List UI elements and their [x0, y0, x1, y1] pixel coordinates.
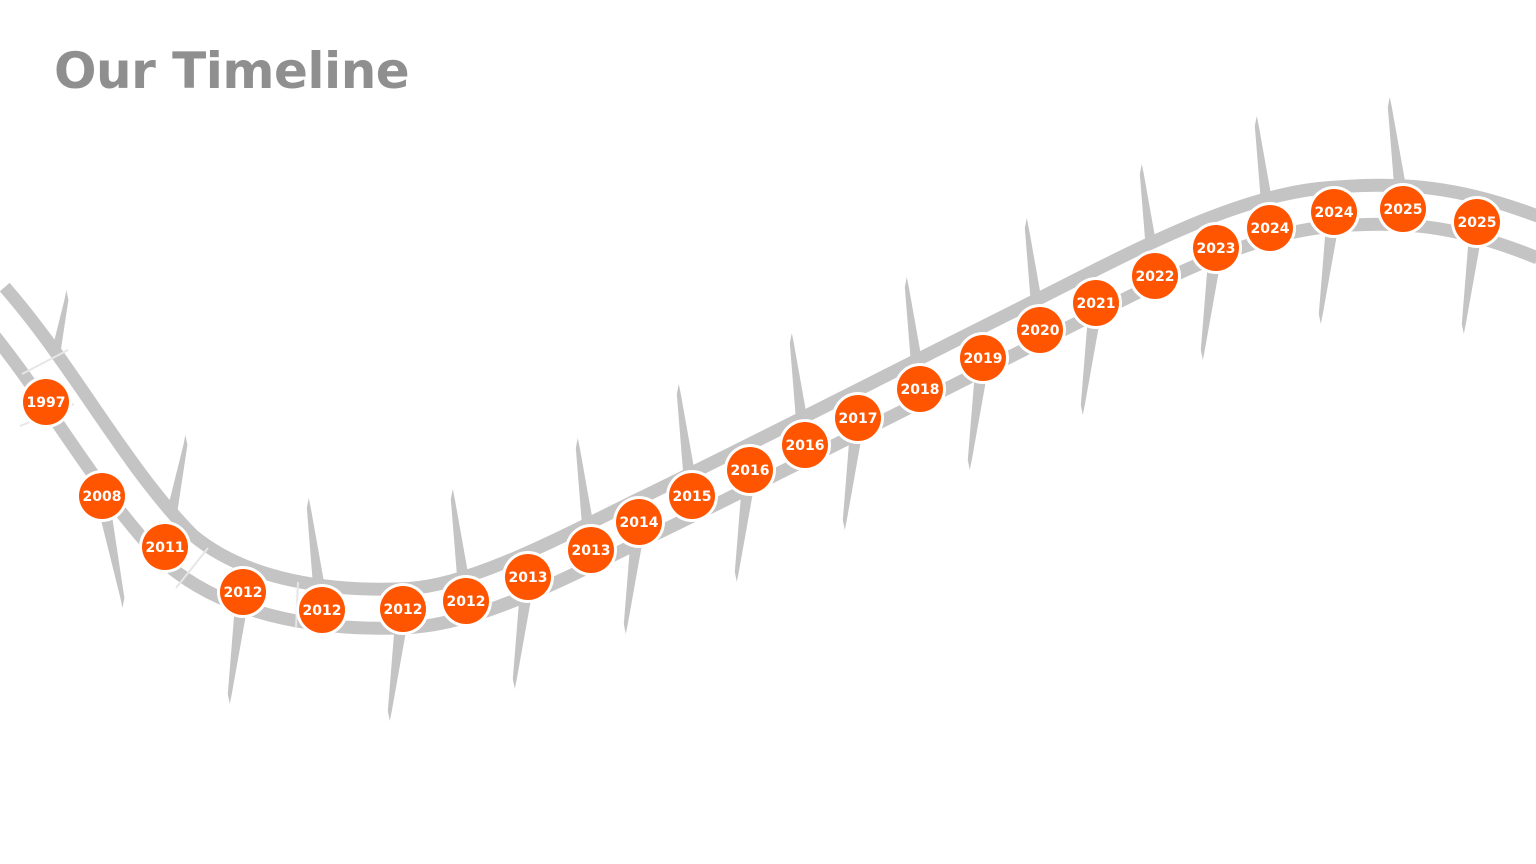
- milestone-marker-dot: [835, 395, 881, 441]
- milestone-spokes: [39, 97, 1484, 721]
- milestone-marker: 2018: [894, 363, 946, 415]
- milestone-year-label: 2018: [901, 382, 940, 398]
- milestone-year-label: 2025: [1384, 202, 1423, 218]
- milestone-year-label: 2016: [731, 463, 770, 479]
- milestone-year-label: 2024: [1315, 205, 1354, 221]
- milestone-marker-dot: [960, 335, 1006, 381]
- track-tie: [175, 547, 209, 589]
- milestone-year-label: 2020: [1021, 323, 1060, 339]
- milestone-marker: 2020: [1014, 304, 1066, 356]
- milestone-marker: 2012: [377, 583, 429, 635]
- milestone-marker: 2024: [1308, 186, 1360, 238]
- page-title: Our Timeline: [54, 42, 410, 100]
- milestone-marker-dot: [142, 524, 188, 570]
- milestone-spoke: [95, 496, 125, 608]
- milestone-year-label: 2012: [224, 585, 263, 601]
- milestone-marker-dot: [1380, 186, 1426, 232]
- milestone-marker: 2019: [957, 332, 1009, 384]
- milestone-spoke: [1200, 248, 1223, 360]
- milestone-marker-dot: [1073, 280, 1119, 326]
- milestone-marker: 2016: [724, 444, 776, 496]
- milestone-spoke: [967, 358, 990, 470]
- milestone-year-label: 2012: [384, 602, 423, 618]
- milestone-marker-dot: [1193, 225, 1239, 271]
- milestone-year-label: 2008: [83, 489, 122, 505]
- milestone-marker: 2025: [1451, 196, 1503, 248]
- milestone-marker-dot: [669, 473, 715, 519]
- milestone-marker-dot: [1311, 189, 1357, 235]
- milestone-marker-dot: [1132, 253, 1178, 299]
- milestone-marker: 2025: [1377, 183, 1429, 235]
- milestone-spoke: [387, 609, 410, 721]
- milestone-spoke: [623, 522, 646, 634]
- milestone-spoke: [1318, 212, 1341, 324]
- milestone-marker: 2013: [502, 551, 554, 603]
- milestone-marker: 2012: [440, 575, 492, 627]
- milestone-year-label: 2025: [1458, 215, 1497, 231]
- milestone-marker: 2021: [1070, 277, 1122, 329]
- milestone-markers: 1997 2008 2011 2012 2012 2012 2012 2013 2013 2014…: [20, 183, 1503, 636]
- milestone-year-label: 2017: [839, 411, 878, 427]
- milestone-marker: 2014: [613, 496, 665, 548]
- milestone-spoke: [227, 592, 250, 704]
- milestone-marker: 2008: [76, 470, 128, 522]
- milestone-year-label: 2023: [1197, 241, 1236, 257]
- milestone-year-label: 2015: [673, 489, 712, 505]
- milestone-year-label: 2011: [146, 540, 185, 556]
- milestone-year-label: 2019: [964, 351, 1003, 367]
- track-tie: [21, 349, 69, 375]
- milestone-marker: 2012: [296, 584, 348, 636]
- milestone-year-label: 2012: [303, 603, 342, 619]
- milestone-spoke: [512, 577, 535, 689]
- milestone-marker-dot: [1454, 199, 1500, 245]
- milestone-marker-dot: [299, 587, 345, 633]
- milestone-marker-dot: [220, 569, 266, 615]
- milestone-marker-dot: [568, 527, 614, 573]
- milestone-marker: 2013: [565, 524, 617, 576]
- milestone-year-label: 2016: [786, 438, 825, 454]
- milestone-year-label: 2022: [1136, 269, 1175, 285]
- milestone-marker-dot: [727, 447, 773, 493]
- milestone-marker: 2022: [1129, 250, 1181, 302]
- milestone-year-label: 2013: [572, 543, 611, 559]
- milestone-marker: 2023: [1190, 222, 1242, 274]
- milestone-marker-dot: [1247, 205, 1293, 251]
- milestone-marker-dot: [79, 473, 125, 519]
- milestone-year-label: 2013: [509, 570, 548, 586]
- milestone-year-label: 2012: [447, 594, 486, 610]
- milestone-marker: 2016: [779, 419, 831, 471]
- milestone-marker-dot: [505, 554, 551, 600]
- milestone-spoke: [734, 470, 757, 582]
- milestone-year-label: 2021: [1077, 296, 1116, 312]
- milestone-marker: 1997: [20, 376, 72, 428]
- milestone-marker: 2024: [1244, 202, 1296, 254]
- milestone-marker-dot: [23, 379, 69, 425]
- milestone-marker-dot: [1017, 307, 1063, 353]
- milestone-marker-dot: [897, 366, 943, 412]
- milestone-marker-dot: [443, 578, 489, 624]
- milestone-marker: 2011: [139, 521, 191, 573]
- milestone-spoke: [1461, 222, 1484, 334]
- milestone-spoke: [1080, 303, 1103, 415]
- milestone-marker-dot: [380, 586, 426, 632]
- timeline-track: [0, 178, 1536, 635]
- milestone-marker-dot: [616, 499, 662, 545]
- milestone-marker: 2012: [217, 566, 269, 618]
- milestone-year-label: 2014: [620, 515, 659, 531]
- milestone-year-label: 2024: [1251, 221, 1290, 237]
- timeline-track-gap: [0, 191, 1536, 622]
- milestone-spoke: [842, 418, 865, 530]
- milestone-marker: 2017: [832, 392, 884, 444]
- milestone-marker: 2015: [666, 470, 718, 522]
- milestone-year-label: 1997: [27, 395, 66, 411]
- milestone-marker-dot: [782, 422, 828, 468]
